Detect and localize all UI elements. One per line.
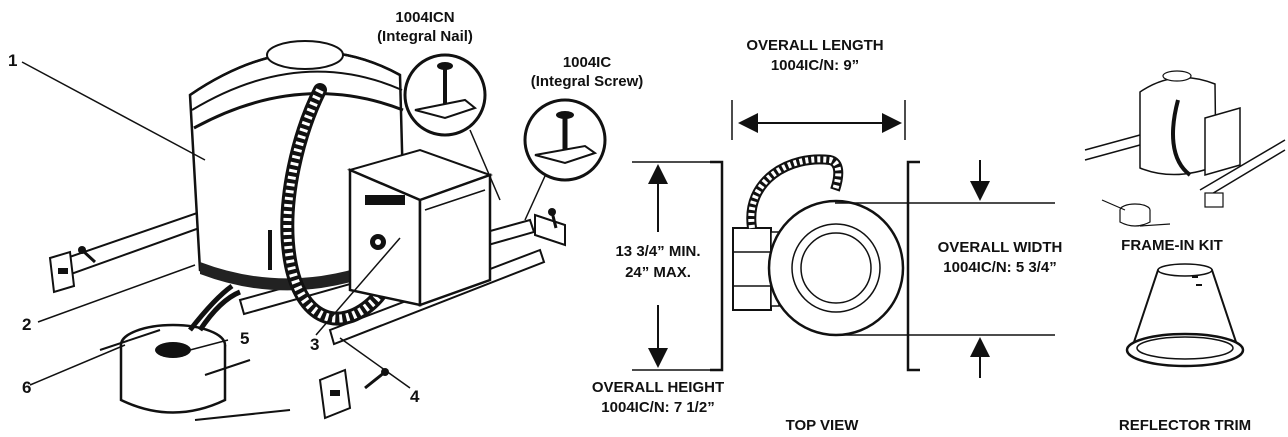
callout-4: 4 [410, 387, 420, 406]
frame-in-kit-image: FRAME-IN KIT [1084, 70, 1286, 254]
nail-model-desc: (Integral Nail) [377, 28, 473, 45]
callout-3: 3 [310, 335, 319, 354]
callout-leaders [21, 61, 411, 389]
junction-box [347, 148, 493, 307]
screw-model-desc: (Integral Screw) [531, 73, 644, 90]
overall-length-value: 1004IC/N: 9” [771, 57, 859, 74]
overall-length-title: OVERALL LENGTH [746, 37, 883, 54]
top-view-drawing: OVERALL LENGTH 1004IC/N: 9” 13 3/4” MIN.… [592, 37, 1062, 434]
overall-width-value: 1004IC/N: 5 3/4” [943, 259, 1056, 276]
screw-model-code: 1004IC [563, 54, 612, 71]
callout-2: 2 [22, 315, 31, 334]
hanger-bar-left [48, 210, 207, 294]
callout-6: 6 [22, 378, 31, 397]
reflector-trim-image: REFLECTOR TRIM [1119, 263, 1251, 434]
nail-model-code: 1004ICN [395, 9, 454, 26]
lamp-socket-bracket [99, 283, 291, 421]
overall-height-title: OVERALL HEIGHT [592, 379, 724, 396]
overall-width-title: OVERALL WIDTH [938, 239, 1063, 256]
screw-detail-inset [523, 98, 607, 221]
frame-in-kit-caption: FRAME-IN KIT [1121, 237, 1223, 254]
reflector-trim-caption: REFLECTOR TRIM [1119, 417, 1251, 434]
nail-detail-inset [403, 53, 501, 201]
height-range-min: 13 3/4” MIN. [615, 243, 700, 260]
fixture-illustration: 1 2 3 4 5 6 1004ICN (Integral Nail) 1004… [8, 9, 644, 421]
overall-height-value: 1004IC/N: 7 1/2” [601, 399, 714, 416]
height-range-max: 24” MAX. [625, 264, 691, 281]
callout-1: 1 [8, 51, 17, 70]
callout-5: 5 [240, 329, 249, 348]
top-view-caption: TOP VIEW [786, 417, 860, 434]
